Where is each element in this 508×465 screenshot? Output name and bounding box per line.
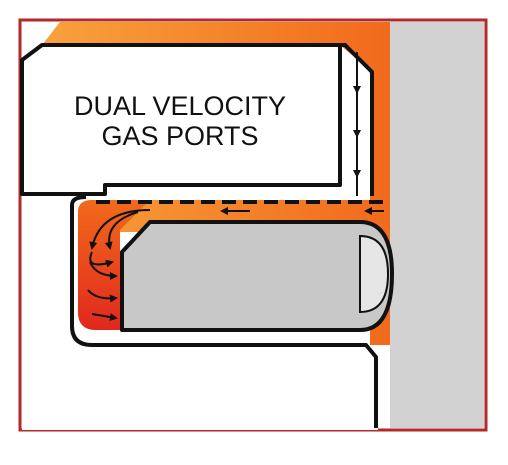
piston-head-block xyxy=(20,43,342,196)
ring-face xyxy=(359,234,390,314)
ring-land-block xyxy=(22,200,378,430)
cylinder-wall xyxy=(390,22,484,428)
vertical-port-outline xyxy=(340,43,374,196)
label-line-1: DUAL VELOCITY xyxy=(74,91,286,121)
ring-land-outline xyxy=(70,195,378,428)
pocket-flow-arrows xyxy=(87,209,151,321)
gas-pocket xyxy=(78,200,150,330)
ring-body xyxy=(120,220,394,332)
label-line-2: GAS PORTS xyxy=(101,121,258,151)
